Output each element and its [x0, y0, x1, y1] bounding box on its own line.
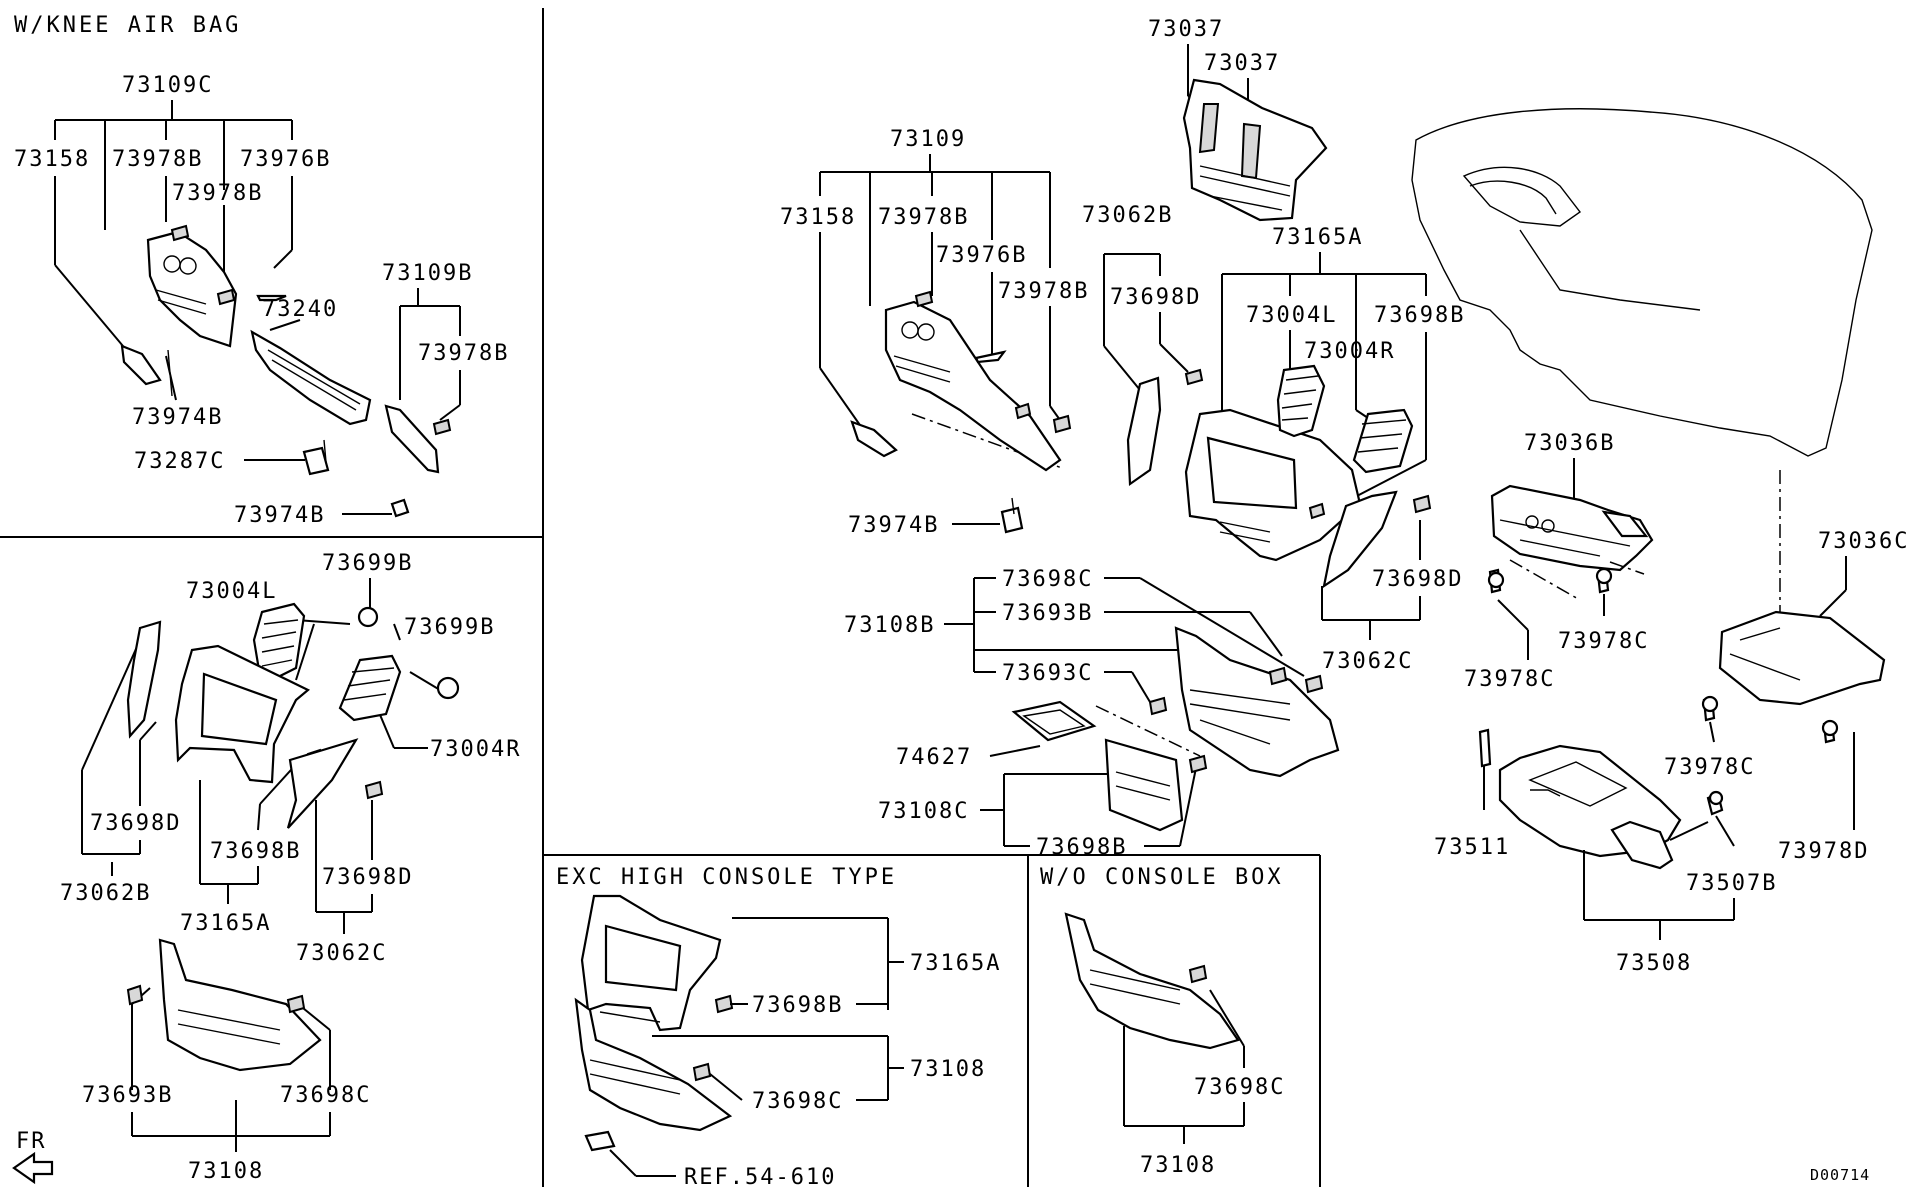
label-73698B: 73698B [1036, 835, 1127, 860]
label-73698C: 73698C [1002, 567, 1093, 592]
label-73978C: 73978C [1558, 629, 1649, 654]
label-73109C: 73109C [122, 73, 213, 98]
label-73158: 73158 [14, 147, 90, 172]
header-wo-console-box: W/O CONSOLE BOX [1040, 865, 1284, 890]
label-73978D: 73978D [1778, 839, 1869, 864]
right-section: 73036B 73978C 73978C 73036C 73978C 7397 [1411, 108, 1907, 1184]
label-73698B: 73698B [210, 839, 301, 864]
label-73062B: 73062B [1082, 203, 1173, 228]
fr-arrow-icon [12, 1151, 54, 1185]
label-73974B: 73974B [848, 513, 939, 538]
label-73974B: 73974B [132, 405, 223, 430]
label-73978B: 73978B [998, 279, 1089, 304]
label-73698C: 73698C [752, 1089, 843, 1114]
label-73108: 73108 [910, 1057, 986, 1082]
label-73978B: 73978B [172, 181, 263, 206]
label-73036B: 73036B [1524, 431, 1615, 456]
label-73507B: 73507B [1686, 871, 1777, 896]
bottom-left-parts [126, 602, 460, 1072]
label-73698C: 73698C [1194, 1075, 1285, 1100]
label-73511: 73511 [1434, 835, 1510, 860]
label-73165A: 73165A [1272, 225, 1363, 250]
label-73978C: 73978C [1664, 755, 1755, 780]
label-73109: 73109 [890, 127, 966, 152]
label-73109B: 73109B [382, 261, 473, 286]
label-73698C: 73698C [280, 1083, 371, 1108]
header-knee-airbag: W/KNEE AIR BAG [14, 13, 241, 38]
label-73062C: 73062C [1322, 649, 1413, 674]
label-73165A: 73165A [180, 911, 271, 936]
label-73108: 73108 [188, 1159, 264, 1184]
bottom-left-callouts: 73699B 73004L 73699B 73004R 73698D 73062… [12, 551, 521, 1185]
label-73287C: 73287C [134, 449, 225, 474]
label-73004L: 73004L [186, 579, 277, 604]
label-73108B: 73108B [844, 613, 935, 638]
label-73978B: 73978B [418, 341, 509, 366]
label-73108C: 73108C [878, 799, 969, 824]
label-73978C: 73978C [1464, 667, 1555, 692]
label-74627: 74627 [896, 745, 972, 770]
label-73158: 73158 [780, 205, 856, 230]
label-73978B: 73978B [112, 147, 203, 172]
section-dividers [0, 8, 1321, 1187]
label-73693B: 73693B [82, 1083, 173, 1108]
center-parts [850, 78, 1432, 832]
exc-high-console-section: 73165A 73698B 73108 73698C REF.54-610 [574, 894, 1001, 1187]
label-73165A: 73165A [910, 951, 1001, 976]
label-73978B: 73978B [878, 205, 969, 230]
label-73698D: 73698D [90, 811, 181, 836]
label-73004R: 73004R [430, 737, 521, 762]
fr-label: FR [16, 1129, 47, 1154]
label-73698B: 73698B [1374, 303, 1465, 328]
top-left-callouts: 73109C 73158 73978B 73976B 73978B 73240 … [14, 73, 509, 528]
label-73693C: 73693C [1002, 661, 1093, 686]
label-73037: 73037 [1148, 17, 1224, 42]
center-callouts: 73109 73158 73978B 73976B 73978B 73974B … [780, 17, 1465, 860]
label-73693B: 73693B [1002, 601, 1093, 626]
label-73004L: 73004L [1246, 303, 1337, 328]
label-73004R: 73004R [1304, 339, 1395, 364]
label-73974B: 73974B [234, 503, 325, 528]
label-73062B: 73062B [60, 881, 151, 906]
label-73037: 73037 [1204, 51, 1280, 76]
label-73036C: 73036C [1818, 529, 1907, 554]
drawing-code: D00714 [1810, 1166, 1870, 1184]
label-73699B: 73699B [322, 551, 413, 576]
label-73698D: 73698D [322, 865, 413, 890]
header-exc-high-console: EXC HIGH CONSOLE TYPE [556, 865, 897, 890]
wo-console-box-section: 73698C 73108 [1064, 912, 1285, 1178]
label-73699B: 73699B [404, 615, 495, 640]
knee-airbag-panel-part [120, 224, 452, 518]
label-73508: 73508 [1616, 951, 1692, 976]
label-73108: 73108 [1140, 1153, 1216, 1178]
label-73698D: 73698D [1110, 285, 1201, 310]
label-73062C: 73062C [296, 941, 387, 966]
label-73240: 73240 [262, 297, 338, 322]
label-73976B: 73976B [936, 243, 1027, 268]
label-73698B: 73698B [752, 993, 843, 1018]
label-73976B: 73976B [240, 147, 331, 172]
label-ref-54-610: REF.54-610 [684, 1165, 836, 1187]
label-73698D: 73698D [1372, 567, 1463, 592]
